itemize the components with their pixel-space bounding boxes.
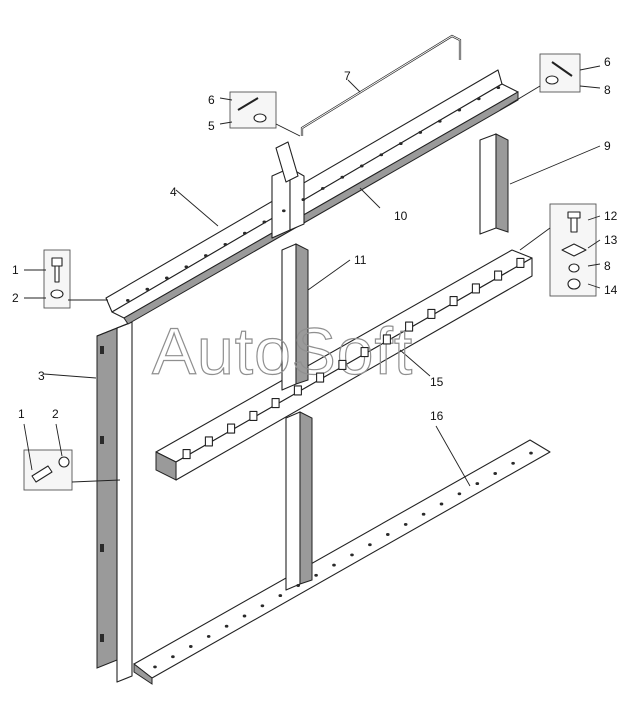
middle-rail-slot xyxy=(427,308,436,319)
top-bar-hole xyxy=(262,220,267,224)
top-center-bracket xyxy=(271,141,305,239)
bottom-strip-hole xyxy=(368,543,372,547)
top-bar-hole xyxy=(379,153,384,157)
top-bar-hole xyxy=(301,198,306,202)
hole-markers xyxy=(126,86,533,669)
middle-rail-slot xyxy=(204,436,213,447)
top-bar-hole xyxy=(438,119,442,123)
bottom-strip-hole xyxy=(403,522,408,526)
bottom-strip-hole xyxy=(296,584,301,587)
inset-fastener-box-right xyxy=(549,203,597,297)
callout-9: 9 xyxy=(604,139,611,153)
top-bar-hole xyxy=(223,242,228,246)
watermark: AutoSoft xyxy=(152,314,413,388)
leader-lines xyxy=(23,65,601,487)
callout-3: 3 xyxy=(38,369,45,383)
middle-rail-slot xyxy=(382,334,391,345)
top-bar-hole xyxy=(418,130,423,134)
callout-11: 11 xyxy=(354,253,367,267)
middle-rail-slot xyxy=(182,449,191,460)
callout-6-left: 6 xyxy=(208,93,215,107)
middle-rail-slot xyxy=(449,296,458,307)
bottom-strip-hole xyxy=(529,451,533,455)
inset-bolt-washer-box-top-left xyxy=(43,249,71,309)
bottom-strip-hole xyxy=(439,502,444,506)
top-bar-hole xyxy=(321,186,325,190)
top-bar-hole xyxy=(145,287,150,291)
top-bar-hole xyxy=(282,209,286,213)
callout-1-left: 1 xyxy=(18,407,25,421)
left-vertical-post xyxy=(96,321,133,683)
top-bar-hole xyxy=(477,97,481,101)
bottom-strip-hole xyxy=(189,645,193,648)
middle-rail-slot xyxy=(249,410,258,421)
top-bar-hole xyxy=(243,231,247,235)
bottom-strip-hole xyxy=(457,492,462,496)
top-bar-hole xyxy=(165,276,169,280)
middle-rail-slot xyxy=(316,372,325,383)
callout-16: 16 xyxy=(430,409,444,423)
callout-2-left: 2 xyxy=(52,407,59,421)
middle-rail-slot xyxy=(405,321,414,332)
bottom-strip-hole xyxy=(153,665,157,669)
bottom-strip-hole xyxy=(242,614,247,618)
callout-4: 4 xyxy=(170,185,177,199)
middle-slotted-rail xyxy=(155,249,533,481)
callout-13: 13 xyxy=(604,233,618,247)
middle-rail-slot xyxy=(338,359,347,370)
top-bar-hole xyxy=(184,265,189,269)
middle-rail-slot xyxy=(293,385,302,396)
bottom-strip-hole xyxy=(350,553,354,557)
top-bar-hole xyxy=(360,164,364,168)
callout-8-top: 8 xyxy=(604,83,611,97)
callout-10: 10 xyxy=(394,209,408,223)
middle-rail-slot xyxy=(227,423,236,434)
bottom-strip-hole xyxy=(278,594,283,598)
callout-14: 14 xyxy=(604,283,618,297)
bottom-strip-hole xyxy=(511,461,515,465)
top-rod xyxy=(300,34,462,136)
bottom-strip-hole xyxy=(260,604,265,608)
callout-7: 7 xyxy=(344,69,351,83)
bottom-strip-hole xyxy=(206,634,211,638)
bottom-strip-hole xyxy=(332,563,336,567)
callout-5: 5 xyxy=(208,119,215,133)
middle-rail-slot xyxy=(494,270,503,281)
top-bar-hole xyxy=(340,175,345,179)
top-bar-hole xyxy=(204,254,208,258)
bottom-strip-hole xyxy=(224,624,229,628)
callout-8-right: 8 xyxy=(604,259,611,273)
middle-rail-slot xyxy=(360,347,369,358)
inset-bolt-washer-box-left xyxy=(23,449,73,491)
callout-15: 15 xyxy=(430,375,444,389)
top-bar-hole xyxy=(496,86,501,90)
bottom-strip-hole xyxy=(171,655,175,659)
callout-2-top: 2 xyxy=(12,291,19,305)
top-bar-hole xyxy=(399,142,403,146)
inset-pin-washer-box-top xyxy=(229,91,277,129)
bottom-strip-hole xyxy=(386,533,390,536)
callout-1-top: 1 xyxy=(12,263,19,277)
top-bar-hole xyxy=(126,298,130,302)
inset-pin-washer-box-right xyxy=(539,53,581,93)
callout-12: 12 xyxy=(604,209,618,223)
top-bar-hole xyxy=(457,108,462,112)
bottom-strip-hole xyxy=(475,482,480,486)
middle-rail-slot xyxy=(516,257,525,268)
bottom-strip-hole xyxy=(314,573,318,577)
vertical-channels xyxy=(281,133,509,591)
callout-6-right: 6 xyxy=(604,55,611,69)
middle-rail-slot xyxy=(271,398,280,409)
bottom-strip-hole xyxy=(493,472,498,475)
callout-labels: 1 2 3 1 2 4 5 6 7 6 8 9 10 11 12 13 8 14… xyxy=(12,55,618,423)
middle-rail-slot xyxy=(471,283,480,294)
bottom-strip-hole xyxy=(421,512,426,516)
bottom-diagonal-strip xyxy=(133,439,551,685)
